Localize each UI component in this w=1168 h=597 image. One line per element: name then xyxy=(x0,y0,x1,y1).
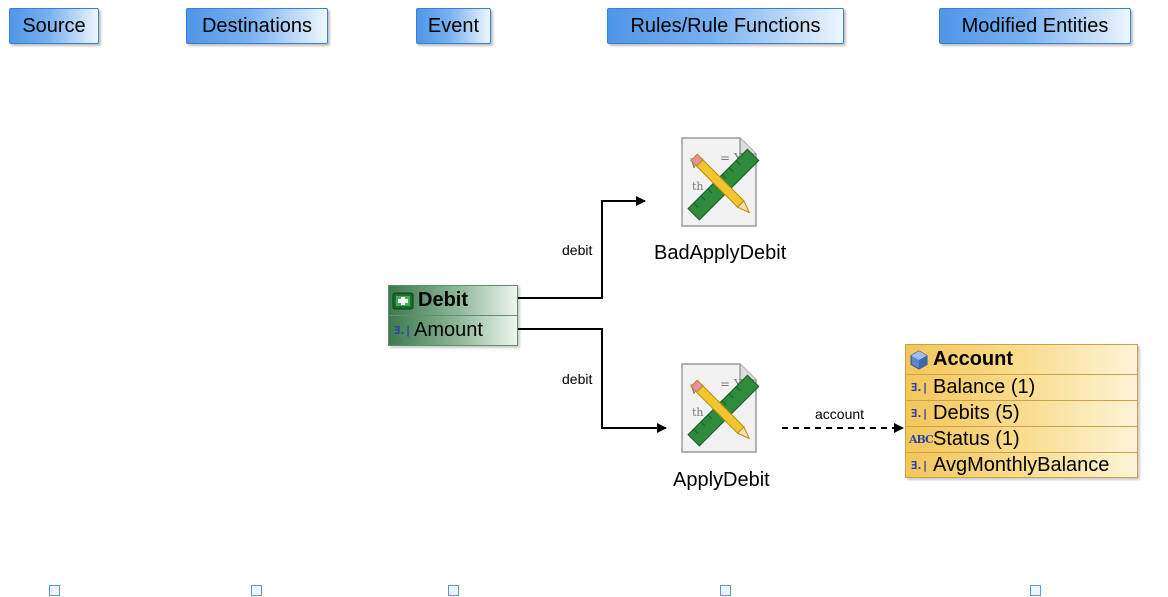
lane-marker-rules[interactable] xyxy=(720,585,731,596)
lane-header-destinations-label: Destinations xyxy=(201,14,313,37)
integer-property-icon: Ǝ.| xyxy=(393,324,412,337)
rule-label-applydebit: ApplyDebit xyxy=(673,469,770,491)
entity-property-label: AvgMonthlyBalance xyxy=(933,454,1110,476)
rule-icon: W = Y th xyxy=(681,363,760,453)
concept-icon xyxy=(910,349,928,370)
rule-icon: W = Y th xyxy=(681,137,760,227)
rule-node-badapplydebit[interactable]: W = Y th xyxy=(676,134,768,230)
lane-header-event-label: Event xyxy=(427,14,480,37)
connector-label-debit-2: debit xyxy=(562,371,593,387)
event-title-row: Debit xyxy=(389,286,517,315)
svg-text:th: th xyxy=(692,180,704,193)
connector-label-account: account xyxy=(815,406,865,422)
integer-property-icon: Ǝ.| xyxy=(910,407,929,420)
entity-property-label: Debits (5) xyxy=(933,402,1020,424)
entity-title-row: Account xyxy=(906,345,1137,374)
entity-property-row[interactable]: Ǝ.| AvgMonthlyBalance xyxy=(906,452,1137,478)
lane-header-event[interactable]: Event xyxy=(416,8,491,44)
lane-header-modified-entities-label: Modified Entities xyxy=(961,14,1109,37)
lane-marker-modified-entities[interactable] xyxy=(1030,585,1041,596)
rule-label-badapplydebit: BadApplyDebit xyxy=(654,242,787,264)
lane-header-source[interactable]: Source xyxy=(9,8,99,44)
svg-text:th: th xyxy=(692,406,704,419)
event-icon xyxy=(392,292,414,309)
entity-property-row[interactable]: Ǝ.| Balance (1) xyxy=(906,374,1137,400)
lane-header-destinations[interactable]: Destinations xyxy=(186,8,328,44)
event-property-label: Amount xyxy=(414,319,483,341)
event-property-row[interactable]: Ǝ.| Amount xyxy=(389,315,517,345)
rule-node-applydebit[interactable]: W = Y th xyxy=(676,360,768,456)
lane-header-rules[interactable]: Rules/Rule Functions xyxy=(607,8,844,44)
string-property-icon: ABC xyxy=(909,433,934,446)
integer-property-icon: Ǝ.| xyxy=(910,459,929,472)
integer-property-icon: Ǝ.| xyxy=(910,381,929,394)
entity-property-row[interactable]: Ǝ.| Debits (5) xyxy=(906,400,1137,426)
connector-label-debit-1: debit xyxy=(562,242,593,258)
entity-property-row[interactable]: ABC Status (1) xyxy=(906,426,1137,452)
lane-marker-destinations[interactable] xyxy=(251,585,262,596)
lane-header-rules-label: Rules/Rule Functions xyxy=(630,14,821,37)
lane-marker-event[interactable] xyxy=(448,585,459,596)
event-node-debit[interactable]: Debit Ǝ.| Amount xyxy=(388,285,518,346)
lane-header-modified-entities[interactable]: Modified Entities xyxy=(939,8,1131,44)
connector-debit-to-badapplydebit[interactable] xyxy=(518,196,646,299)
entity-node-account[interactable]: Account Ǝ.| Balance (1) Ǝ.| Debits (5) A… xyxy=(905,344,1138,478)
entity-property-label: Status (1) xyxy=(933,428,1020,450)
lane-header-source-label: Source xyxy=(22,14,86,37)
lane-marker-source[interactable] xyxy=(49,585,60,596)
entity-property-label: Balance (1) xyxy=(933,376,1036,398)
event-name: Debit xyxy=(418,289,468,311)
connector-debit-to-applydebit[interactable] xyxy=(518,328,667,433)
entity-name: Account xyxy=(933,348,1013,370)
